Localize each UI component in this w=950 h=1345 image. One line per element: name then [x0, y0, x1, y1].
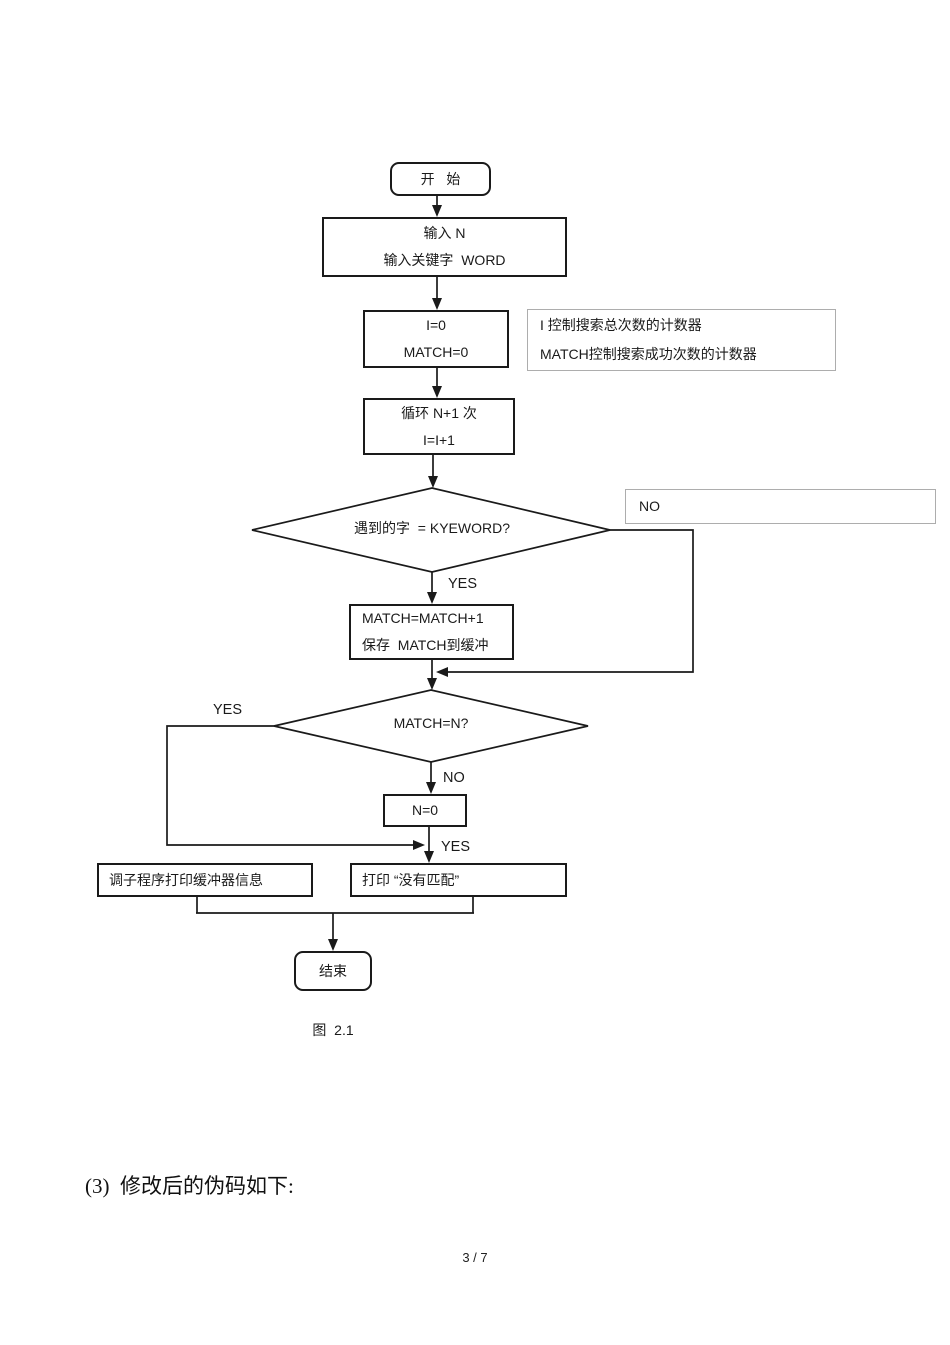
body-paragraph: (3) 修改后的伪码如下:	[85, 1174, 294, 1198]
yes3-label: YES	[441, 839, 471, 855]
process-match-line2: 保存 MATCH到缓冲	[362, 637, 489, 653]
terminal-end-label: 结束	[319, 962, 347, 979]
process-print-buffer: 调子程序打印缓冲器信息	[97, 863, 313, 897]
arrowhead-match-box	[427, 592, 437, 604]
arrowhead-print-nomatch	[424, 851, 434, 863]
process-n0: N=0	[383, 794, 467, 827]
process-print-nomatch: 打印 “没有匹配”	[350, 863, 567, 897]
decision2-diamond	[273, 689, 589, 763]
decision1-text: 遇到的字 = KYEWORD?	[354, 520, 510, 536]
arrowhead-n0-box	[426, 782, 436, 794]
connector-decision2-yes-branch	[166, 725, 413, 846]
annotation-note-line2: MATCH控制搜索成功次数的计数器	[540, 346, 757, 362]
no2-label: NO	[443, 770, 465, 786]
arrowhead-end	[328, 939, 338, 951]
arrowhead-no-loopback	[436, 667, 448, 677]
yes2-label: YES	[213, 702, 243, 718]
arrowhead-loop	[432, 386, 442, 398]
process-input: 输入 N 输入关键字 WORD	[322, 217, 567, 277]
terminal-end: 结束	[294, 951, 372, 991]
yes1-label: YES	[448, 576, 478, 592]
arrowhead-decision1	[428, 476, 438, 488]
process-init: I=0 MATCH=0	[363, 310, 509, 368]
arrowhead-input	[432, 205, 442, 217]
arrowhead-decision2	[427, 678, 437, 690]
process-loop: 循环 N+1 次 I=I+1	[363, 398, 515, 455]
process-loop-line1: 循环 N+1 次	[401, 404, 477, 421]
process-print-buffer-label: 调子程序打印缓冲器信息	[109, 871, 263, 888]
no-label-box: NO	[625, 489, 936, 524]
process-loop-line2: I=I+1	[423, 431, 455, 448]
terminal-start: 开 始	[390, 162, 491, 196]
no1-label: NO	[639, 498, 660, 514]
arrowhead-yes-join	[413, 840, 425, 850]
process-init-line1: I=0	[426, 317, 446, 333]
process-match: MATCH=MATCH+1 保存 MATCH到缓冲	[349, 604, 514, 660]
process-n0-label: N=0	[411, 802, 439, 818]
decision2-text: MATCH=N?	[393, 715, 469, 731]
annotation-note-line1: I 控制搜索总次数的计数器	[540, 317, 702, 333]
process-init-line2: MATCH=0	[403, 344, 469, 360]
process-input-line2: 输入关键字 WORD	[383, 252, 506, 268]
annotation-note: I 控制搜索总次数的计数器 MATCH控制搜索成功次数的计数器	[527, 309, 836, 371]
figure-caption: 图 2.1	[312, 1022, 354, 1038]
arrowhead-init	[432, 298, 442, 310]
connector-decision1-no-loopback	[448, 529, 694, 673]
process-match-line1: MATCH=MATCH+1	[362, 610, 484, 626]
process-input-line1: 输入 N	[423, 225, 466, 241]
terminal-start-label: 开 始	[420, 170, 461, 187]
process-print-nomatch-label: 打印 “没有匹配”	[362, 871, 460, 888]
page-number: 3 / 7	[462, 1250, 488, 1265]
